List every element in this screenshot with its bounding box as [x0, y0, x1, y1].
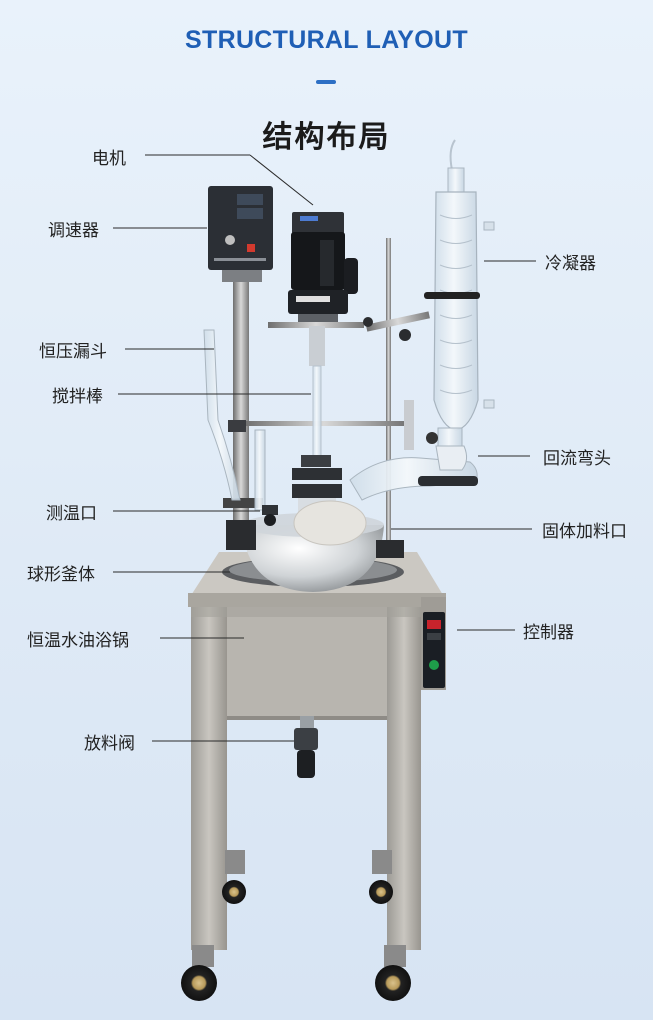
leader-lines	[113, 154, 536, 742]
speed-controller-box	[208, 186, 273, 282]
stirring-motor	[268, 212, 364, 328]
controller-panel	[423, 612, 445, 688]
label-reflux-elbow: 回流弯头	[543, 449, 611, 469]
label-thermometer-port: 测温口	[46, 504, 97, 524]
reflux-elbow-part	[349, 445, 478, 501]
condenser-clamp	[363, 311, 438, 450]
label-motor: 电机	[92, 149, 126, 169]
label-stirring-rod: 搅拌棒	[52, 387, 103, 407]
thermometer-port-part	[262, 505, 278, 526]
label-controller: 控制器	[523, 623, 574, 643]
caster-wheels	[181, 850, 411, 1001]
constant-pressure-funnel	[203, 329, 266, 511]
support-stand	[223, 238, 404, 558]
discharge-valve	[294, 716, 318, 778]
title-divider	[316, 80, 336, 84]
label-solid-feed-port: 固体加料口	[542, 522, 627, 542]
label-speed-controller: 调速器	[48, 221, 99, 241]
label-constant-pressure-funnel: 恒压漏斗	[39, 342, 107, 362]
label-discharge-valve: 放料阀	[84, 734, 135, 754]
solid-feed-port-part	[293, 500, 367, 546]
chinese-title: 结构布局	[262, 120, 391, 155]
label-condenser: 冷凝器	[545, 254, 596, 274]
label-spherical-vessel: 球形釜体	[27, 565, 95, 585]
english-title: STRUCTURAL LAYOUT	[185, 26, 468, 54]
reflux-condenser	[424, 139, 495, 449]
label-water-oil-bath: 恒温水油浴锅	[27, 631, 129, 651]
